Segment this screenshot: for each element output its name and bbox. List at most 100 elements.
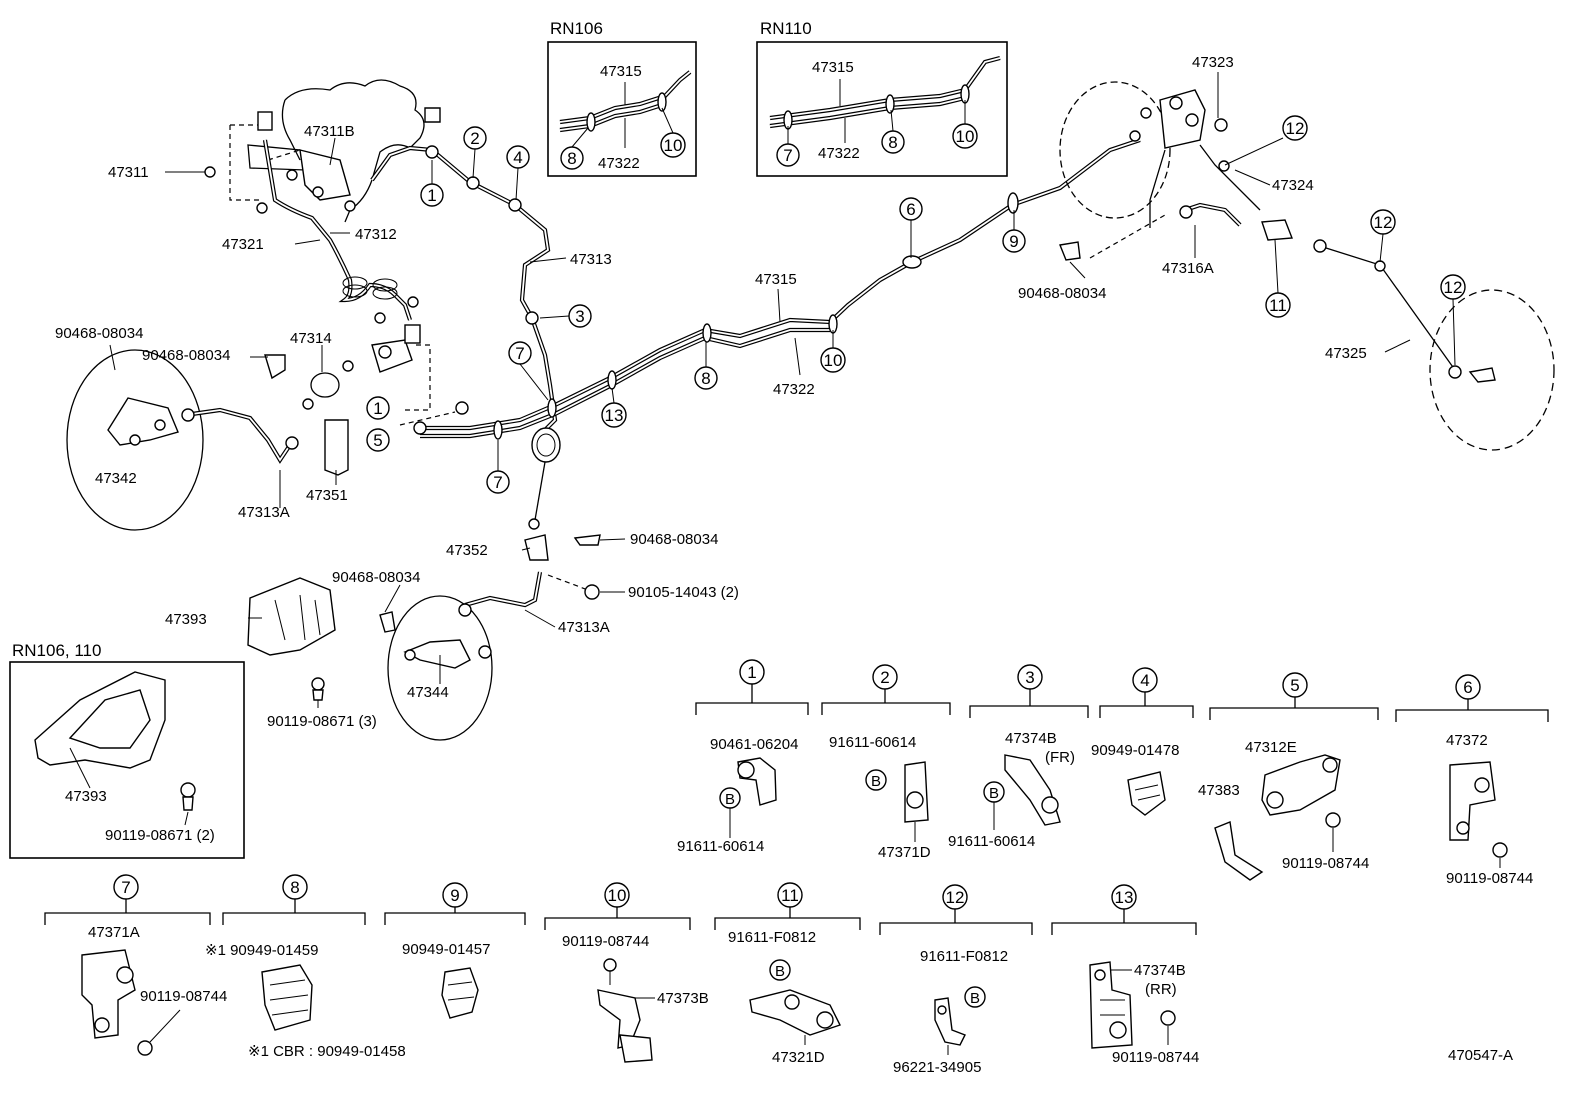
detail-6: 6 47372 90119-08744 (1395, 674, 1549, 887)
label-47323: 47323 (1192, 54, 1234, 71)
tube-47313 (370, 145, 558, 432)
detail-panels: 1 90461-06204 B 91611-60614 2 91611-6061… (44, 659, 1549, 1076)
label-47352: 47352 (446, 542, 488, 559)
leader-lines (69, 72, 1411, 826)
svg-text:47372: 47372 (1446, 732, 1488, 749)
callout-12b: 12 (1370, 209, 1396, 235)
main-labels: 47311 47311B 47321 47312 47313 47314 904… (55, 54, 1513, 1064)
tube-47315-47322 (399, 138, 1141, 440)
label-47311B: 47311B (304, 123, 355, 140)
callout-6: 6 (899, 197, 923, 221)
detail-7: 7 47371A 90119-08744 (44, 874, 227, 1056)
label-47315-rn110: 47315 (812, 59, 854, 76)
svg-text:8: 8 (701, 369, 710, 388)
label-47313A-left: 47313A (238, 504, 290, 521)
svg-text:5: 5 (1290, 676, 1299, 695)
svg-text:91611-F0812: 91611-F0812 (728, 929, 816, 946)
callout-3: 3 (568, 304, 592, 328)
callout-13: 13 (601, 402, 627, 428)
svg-text:12: 12 (946, 888, 965, 907)
detail-13: 13 47374B (RR) 90119-08744 (1051, 884, 1199, 1066)
detail-1: 1 90461-06204 B 91611-60614 (677, 659, 809, 855)
svg-text:7: 7 (493, 473, 502, 492)
callout-10-rn110: 10 (952, 123, 978, 149)
inset-rn110-title: RN110 (760, 19, 812, 38)
inset-rn106-110-title: RN106, 110 (12, 641, 101, 660)
svg-text:3: 3 (575, 307, 584, 326)
label-47315-main: 47315 (755, 271, 797, 288)
svg-text:B: B (775, 963, 785, 980)
callout-11: 11 (1265, 292, 1291, 318)
svg-text:10: 10 (956, 127, 975, 146)
svg-text:47374B: 47374B (1005, 730, 1057, 747)
svg-text:13: 13 (1115, 888, 1134, 907)
svg-text:1: 1 (373, 399, 382, 418)
svg-text:7: 7 (121, 878, 130, 897)
svg-text:11: 11 (781, 886, 799, 905)
svg-text:90461-06204: 90461-06204 (710, 736, 798, 753)
svg-text:6: 6 (906, 200, 915, 219)
svg-text:1: 1 (427, 186, 436, 205)
svg-text:47371D: 47371D (878, 844, 931, 861)
callout-4: 4 (506, 145, 530, 169)
svg-text:47374B: 47374B (1134, 962, 1186, 979)
front-left-wheel (66, 349, 299, 531)
tube-47312 (262, 139, 419, 324)
master-cylinder-area (204, 79, 441, 223)
svg-text:7: 7 (515, 344, 524, 363)
callout-12a: 12 (1282, 115, 1308, 141)
svg-text:12: 12 (1444, 278, 1463, 297)
svg-text:90119-08744: 90119-08744 (1446, 870, 1533, 887)
inset-rn106-pipes (559, 70, 692, 133)
detail-11: 11 91611-F0812 B 47321D (714, 882, 861, 1066)
rear-wheel (1429, 289, 1555, 451)
svg-text:※1 CBR : 90949-01458: ※1 CBR : 90949-01458 (248, 1043, 406, 1060)
label-47313A-lower: 47313A (558, 619, 610, 636)
label-47324: 47324 (1272, 177, 1314, 194)
svg-text:10: 10 (824, 351, 843, 370)
svg-text:2: 2 (880, 668, 889, 687)
callout-9: 9 (1002, 229, 1026, 253)
svg-text:(FR): (FR) (1045, 749, 1075, 766)
callout-7-rn110: 7 (776, 143, 800, 167)
callout-5: 5 (366, 428, 390, 452)
svg-text:90119-08744: 90119-08744 (562, 933, 649, 950)
label-90119-2: 90119-08671 (2) (105, 827, 215, 844)
svg-text:(RR): (RR) (1145, 981, 1177, 998)
valve-47314 (302, 324, 421, 476)
detail-3: 3 47374B (FR) B 91611-60614 (948, 664, 1089, 850)
svg-text:90949-01478: 90949-01478 (1091, 742, 1179, 759)
label-47315-rn106: 47315 (600, 63, 642, 80)
label-47322-rn110: 47322 (818, 145, 860, 162)
svg-text:90119-08744: 90119-08744 (1282, 855, 1369, 872)
svg-text:47312E: 47312E (1245, 739, 1297, 756)
svg-text:91611-60614: 91611-60614 (829, 734, 916, 751)
brake-booster-right (1059, 81, 1456, 371)
svg-text:47371A: 47371A (88, 924, 140, 941)
label-90468-a: 90468-08034 (55, 325, 143, 342)
svg-text:91611-60614: 91611-60614 (948, 833, 1035, 850)
detail-4: 4 90949-01478 (1091, 667, 1194, 816)
callout-12c: 12 (1440, 274, 1466, 300)
label-90468-e: 90468-08034 (332, 569, 420, 586)
detail-12: 12 91611-F0812 B 96221-34905 (879, 884, 1033, 1076)
center-hose-47352 (464, 427, 601, 608)
svg-text:※1 90949-01459: ※1 90949-01459 (205, 942, 319, 959)
inset-rn110-box (756, 41, 1008, 177)
svg-text:1: 1 (747, 663, 756, 682)
label-90468-d: 90468-08034 (630, 531, 718, 548)
label-47393: 47393 (165, 611, 207, 628)
svg-text:8: 8 (290, 878, 299, 897)
shield-47393 (247, 577, 336, 701)
callout-7a: 7 (508, 341, 532, 365)
inset-shield-47393 (34, 671, 196, 811)
svg-text:4: 4 (513, 148, 522, 167)
svg-text:47383: 47383 (1198, 782, 1240, 799)
inset-rn110-pipes (769, 55, 1001, 130)
svg-text:10: 10 (664, 136, 683, 155)
drawing-number: 470547-A (1448, 1047, 1513, 1064)
inset-rn106-box (547, 41, 697, 177)
svg-text:91611-60614: 91611-60614 (677, 838, 764, 855)
label-47325: 47325 (1325, 345, 1367, 362)
label-47322-rn106: 47322 (598, 155, 640, 172)
